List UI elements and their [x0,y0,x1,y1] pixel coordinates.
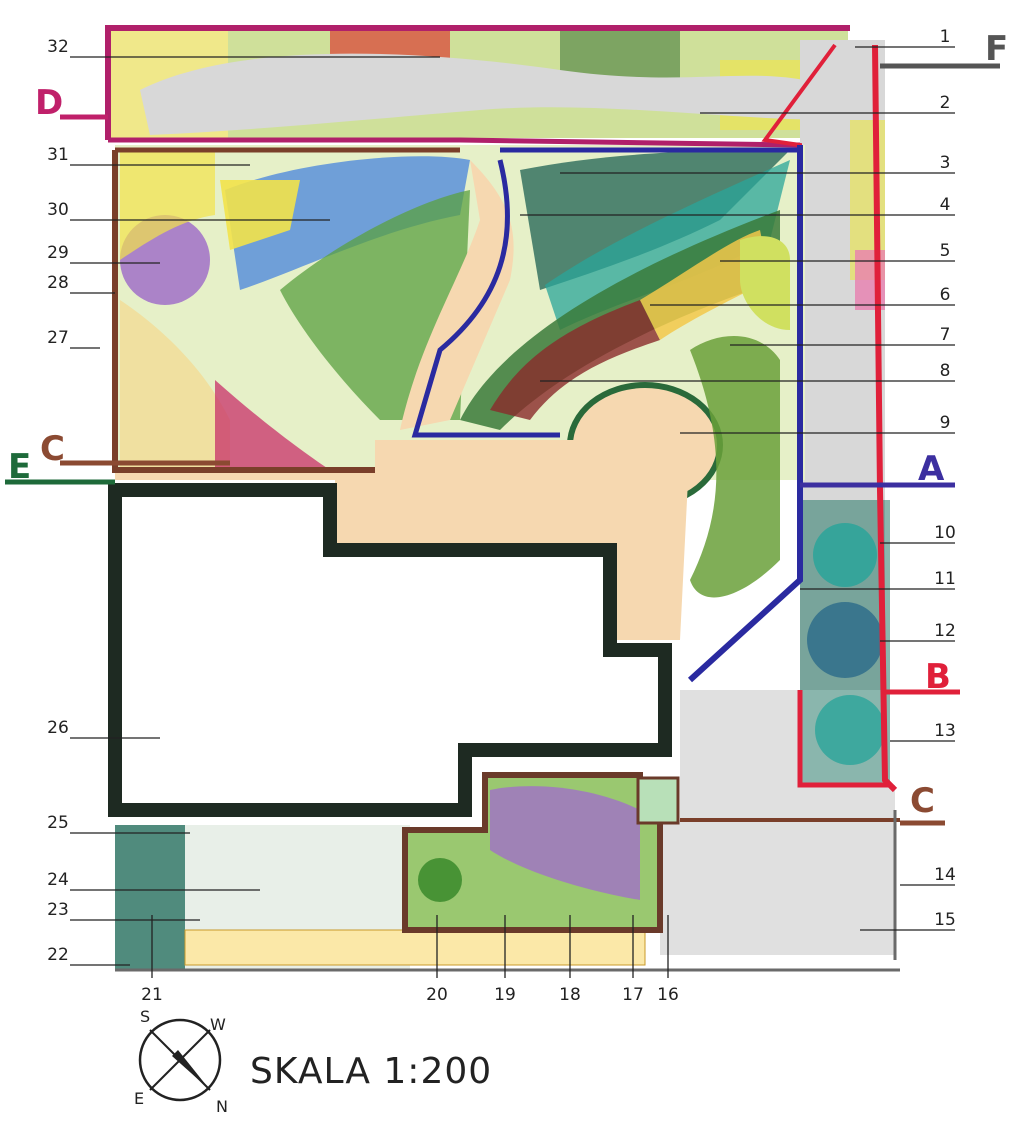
callout-3: 3 [940,153,951,173]
callout-19: 19 [494,985,516,1005]
callout-29: 29 [47,243,69,263]
main-garden-bed [115,145,805,598]
callout-15: 15 [934,910,956,930]
callout-25: 25 [47,813,69,833]
compass-n: N [216,1097,228,1116]
south-garden [115,772,680,970]
driveway [660,690,895,955]
callout-23: 23 [47,900,69,920]
callout-22: 22 [47,945,69,965]
callout-28: 28 [47,273,69,293]
path-bend [400,160,514,430]
teal-planting [545,160,790,330]
section-label-f: F [985,29,1008,69]
compass-e: E [134,1089,144,1108]
se-shrub-strip [800,500,890,785]
section-label-c-left: C [40,429,65,469]
section-letters: A B C C D E F [8,29,1008,821]
callout-32: 32 [47,37,69,57]
callout-24: 24 [47,870,69,890]
north-strip [108,28,848,138]
callout-18: 18 [559,985,581,1005]
callout-21: 21 [141,985,163,1005]
compass-s: S [140,1007,150,1026]
callout-labels: 1234567891011121314151617181920212223242… [47,27,956,1005]
west-lawn [120,300,230,470]
callout-10: 10 [934,523,956,543]
yellow-band [640,230,770,340]
dark-planting [520,150,790,290]
section-label-e: E [8,447,31,487]
boundaries [105,25,900,972]
callout-4: 4 [940,195,951,215]
callout-31: 31 [47,145,69,165]
compass-w: W [210,1015,226,1034]
pink-bed [215,380,330,470]
callout-14: 14 [934,865,956,885]
section-label-d: D [35,83,63,123]
nw-yellow [120,150,215,260]
callout-7: 7 [940,325,951,345]
section-label-c-right: C [910,781,935,821]
callout-1: 1 [940,27,951,47]
callout-26: 26 [47,718,69,738]
yellow-bed [220,180,300,250]
callout-16: 16 [657,985,679,1005]
callout-5: 5 [940,241,951,261]
callout-9: 9 [940,413,951,433]
callout-13: 13 [934,721,956,741]
callout-6: 6 [940,285,951,305]
section-lines [5,63,1000,826]
north-gravel-path [140,53,840,135]
callout-30: 30 [47,200,69,220]
terrace [115,440,690,640]
compass-rose: S W E N [134,1007,228,1116]
east-lawn [690,336,780,598]
section-label-b: B [925,657,951,697]
callout-11: 11 [934,569,956,589]
lime-bed [740,236,790,330]
callout-12: 12 [934,621,956,641]
scale-label: SKALA 1:200 [250,1051,492,1092]
section-label-a: A [918,449,945,489]
callout-17: 17 [622,985,644,1005]
callout-27: 27 [47,328,69,348]
callout-20: 20 [426,985,448,1005]
callout-8: 8 [940,361,951,381]
house [108,483,672,817]
maroon-band [490,300,660,420]
callout-2: 2 [940,93,951,113]
